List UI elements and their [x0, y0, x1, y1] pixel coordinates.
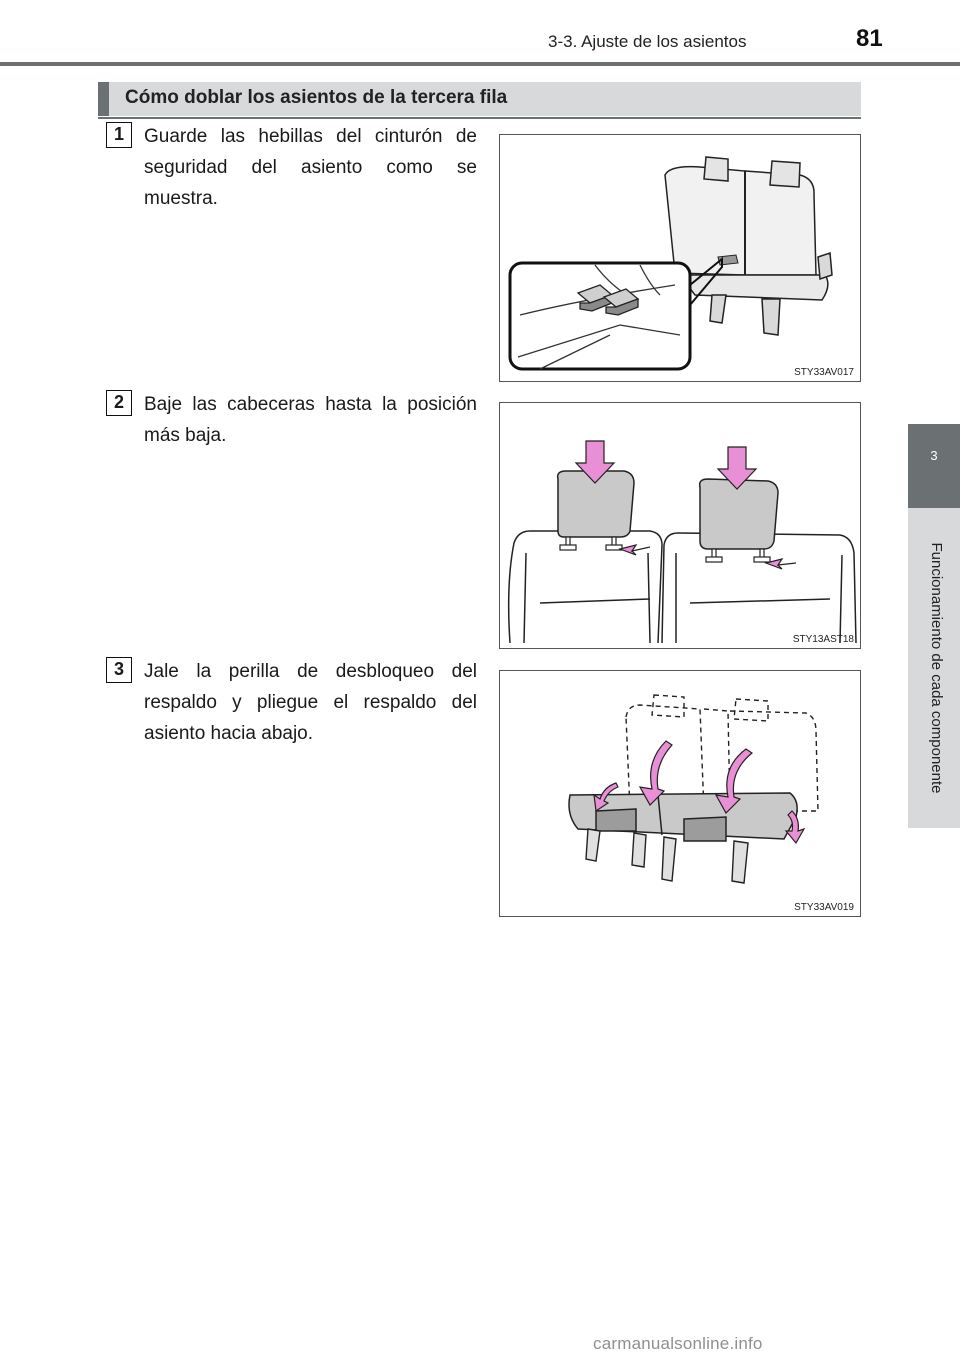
watermark: carmanualsonline.info — [593, 1334, 763, 1353]
chapter-title: Funcionamiento de cada componente — [928, 542, 945, 794]
chapter-tab: 3 — [908, 424, 960, 508]
step-instruction: Guarde las hebillas del cinturón de segu… — [144, 126, 477, 209]
header-rule — [0, 62, 960, 66]
step-instruction: Baje las cabeceras hasta la posición más… — [144, 394, 477, 446]
figure-buckle-stowage: STY33AV017 — [499, 134, 861, 382]
seat-fold-illustration — [568, 694, 819, 884]
section-header-text: 3-3. Ajuste de los asientos — [548, 32, 747, 51]
step-number-badge: 1 — [106, 122, 132, 148]
figure-code: STY33AV019 — [794, 902, 854, 913]
section-rule — [98, 117, 861, 119]
section-title-bar: Cómo doblar los asientos de la tercera f… — [98, 82, 861, 116]
page-number: 81 — [856, 25, 883, 52]
chapter-number: 3 — [930, 448, 938, 463]
section-title: Cómo doblar los asientos de la tercera f… — [125, 87, 508, 108]
headrest-illustration — [507, 440, 857, 644]
figure-seatback-folding: STY33AV019 — [499, 670, 861, 917]
chapter-side-bar — [908, 508, 960, 828]
figure-code: STY33AV017 — [794, 367, 854, 378]
seat-buckle-illustration — [508, 156, 833, 371]
figure-headrest-lowering: STY13AST18 — [499, 402, 861, 649]
figure-code: STY13AST18 — [792, 634, 854, 645]
step-number-badge: 3 — [106, 657, 132, 683]
step-instruction: Jale la perilla de desbloqueo del respal… — [144, 661, 477, 744]
step-number-badge: 2 — [106, 390, 132, 416]
